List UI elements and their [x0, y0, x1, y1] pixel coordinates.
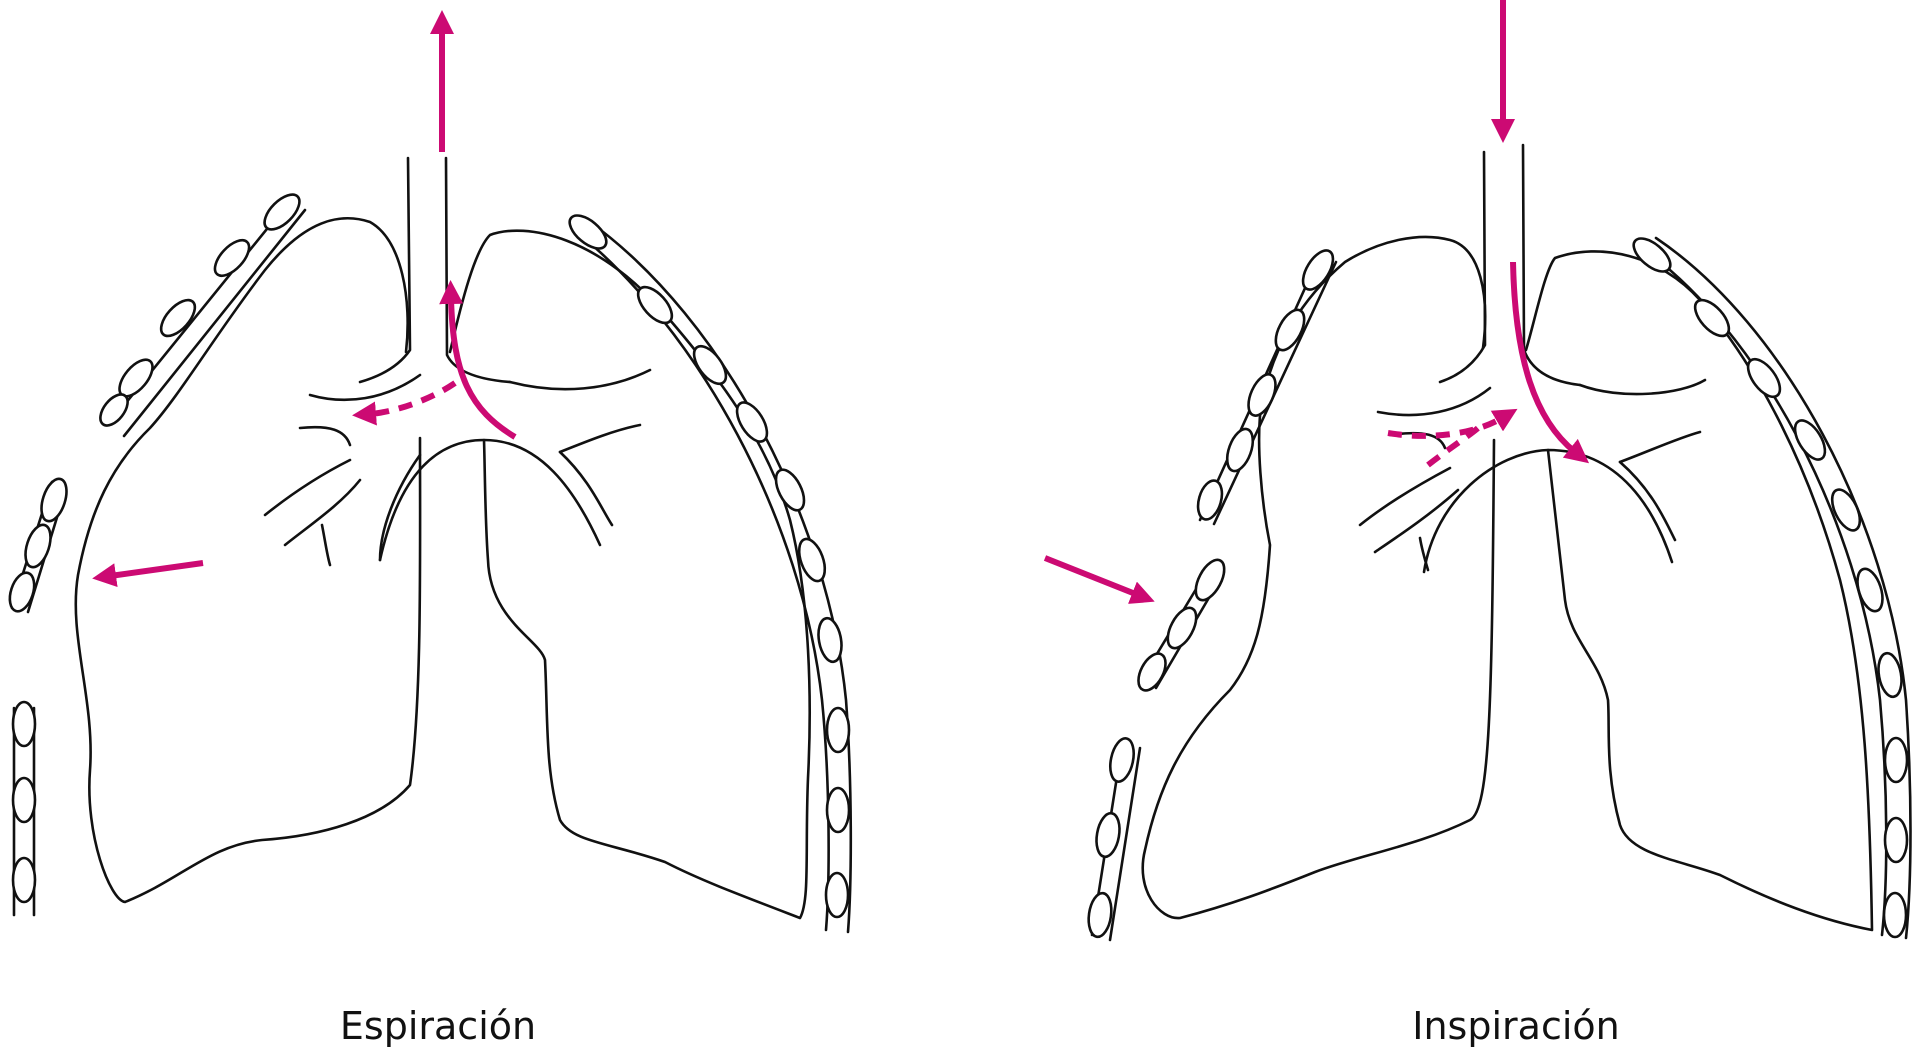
ribs-middle-right-panel — [1137, 558, 1226, 692]
ribs-right-right-panel — [1632, 236, 1912, 940]
arrow-chest-out — [92, 560, 204, 588]
lung-left-outline — [74, 216, 422, 904]
airflow-arrows-inspiration — [1043, 0, 1590, 604]
arrow-dashed-bottom — [1426, 425, 1480, 468]
ribs-middle-left — [8, 477, 68, 614]
ribs-lower-right-panel — [1087, 737, 1142, 942]
ribs-upper-left — [99, 193, 307, 438]
lung-right-outline — [448, 229, 811, 920]
inspiration-label: Inspiración — [1412, 1004, 1620, 1048]
arrow-up-bronchus — [439, 280, 517, 440]
trachea-right — [1438, 143, 1582, 387]
expiration-panel — [8, 10, 853, 934]
ribs-upper-right-panel — [1196, 249, 1338, 526]
lung-inner-left-outline — [1141, 235, 1496, 920]
arrow-down-bronchus — [1510, 261, 1590, 464]
expiration-label: Espiración — [339, 1004, 537, 1048]
arrow-dashed-top — [1387, 408, 1518, 439]
arrow-chest-in — [1043, 555, 1155, 604]
trachea-left — [358, 156, 512, 384]
inspiration-panel — [1043, 0, 1912, 942]
airflow-arrows-expiration — [92, 10, 517, 588]
bronchi-right — [1358, 378, 1707, 574]
lung-inner-right-outline — [1524, 250, 1874, 932]
ribs-right-left-panel — [568, 214, 853, 934]
bronchi-left — [263, 368, 652, 567]
ribs-lower-left — [11, 700, 37, 917]
arrow-dashed-bronchus — [352, 380, 457, 426]
